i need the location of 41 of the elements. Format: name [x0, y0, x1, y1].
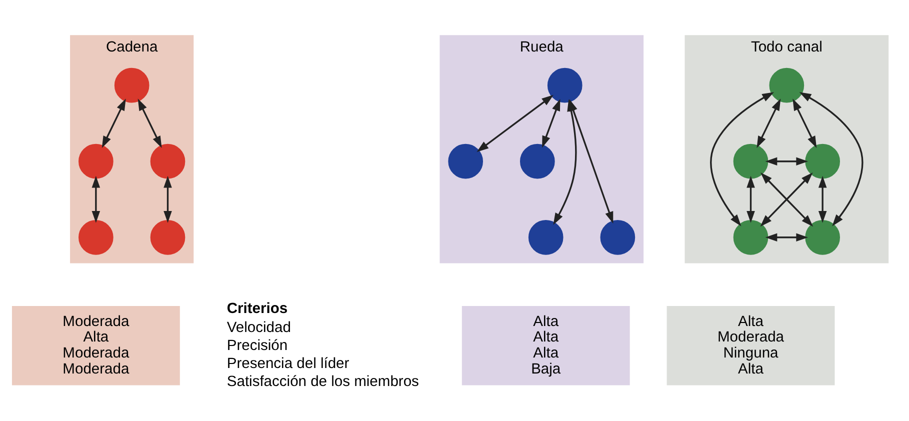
arrow [765, 156, 808, 165]
arrow [92, 175, 100, 222]
node-circle [805, 219, 840, 254]
node-box: Alta Alta Alta Baja [462, 306, 630, 385]
arrow [799, 92, 864, 226]
node-circle [600, 219, 636, 254]
label: Precisión [226, 338, 288, 354]
node-circle [805, 143, 840, 178]
arrow [569, 98, 614, 223]
arrow [746, 175, 755, 222]
cluster: Cadena [70, 34, 194, 263]
arrow [164, 175, 172, 222]
node-circle [114, 67, 150, 102]
arrow [102, 98, 126, 148]
node-circle [78, 143, 114, 178]
arrow [765, 232, 808, 242]
node-circle [520, 143, 555, 178]
arrow [818, 175, 827, 222]
label: Presencia del líder [226, 356, 350, 372]
node-circle [448, 143, 484, 178]
cluster: Todo canal [684, 34, 889, 263]
arrow [710, 92, 774, 226]
label: Satisfacción de los miembros [226, 374, 419, 390]
label: Criterios [226, 300, 288, 317]
node-circle [733, 219, 768, 254]
node-circle [733, 143, 768, 178]
node-box: Moderada Alta Moderada Moderada [12, 306, 180, 385]
node-circle [547, 67, 582, 102]
arrow [138, 98, 162, 148]
cluster: Rueda [440, 34, 644, 263]
arrow [756, 98, 781, 148]
node-circle [150, 143, 186, 178]
label: Velocidad [226, 320, 291, 336]
node-circle [78, 219, 114, 254]
node-circle [150, 219, 186, 254]
arrow [792, 98, 817, 148]
node-circle [528, 219, 564, 254]
arrow [476, 94, 554, 152]
node-circle [769, 67, 804, 102]
node-box: Alta Moderada Ninguna Alta [666, 306, 835, 385]
arrow [542, 98, 560, 148]
